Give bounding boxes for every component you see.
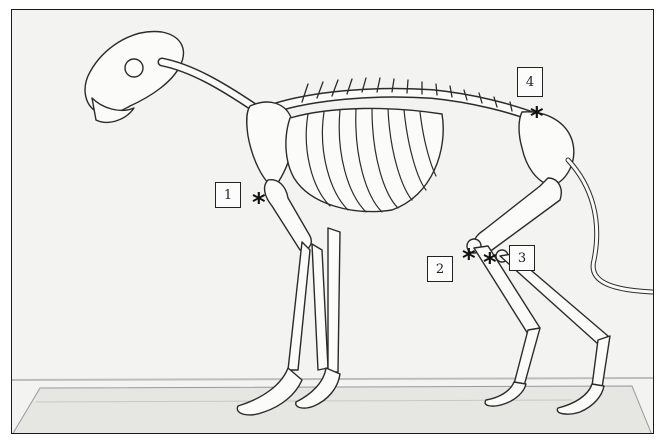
figure-frame: 1 2 3 4 * * * * (11, 9, 654, 434)
asterisk-joint-3: * (483, 250, 497, 276)
asterisk-joint-4: * (530, 104, 544, 130)
marker-2-label: 2 (436, 262, 444, 277)
radius-ulna (328, 228, 340, 372)
skeleton-photo (12, 10, 654, 434)
marker-4-box: 4 (517, 67, 543, 97)
marker-1-label: 1 (224, 188, 232, 203)
asterisk-joint-1: * (252, 190, 266, 216)
marker-1-box: 1 (215, 182, 241, 208)
marker-2-box: 2 (427, 256, 453, 282)
marker-3-label: 3 (518, 251, 526, 266)
marker-3-box: 3 (509, 245, 535, 271)
marker-4-label: 4 (526, 75, 534, 90)
asterisk-joint-2: * (462, 246, 476, 272)
